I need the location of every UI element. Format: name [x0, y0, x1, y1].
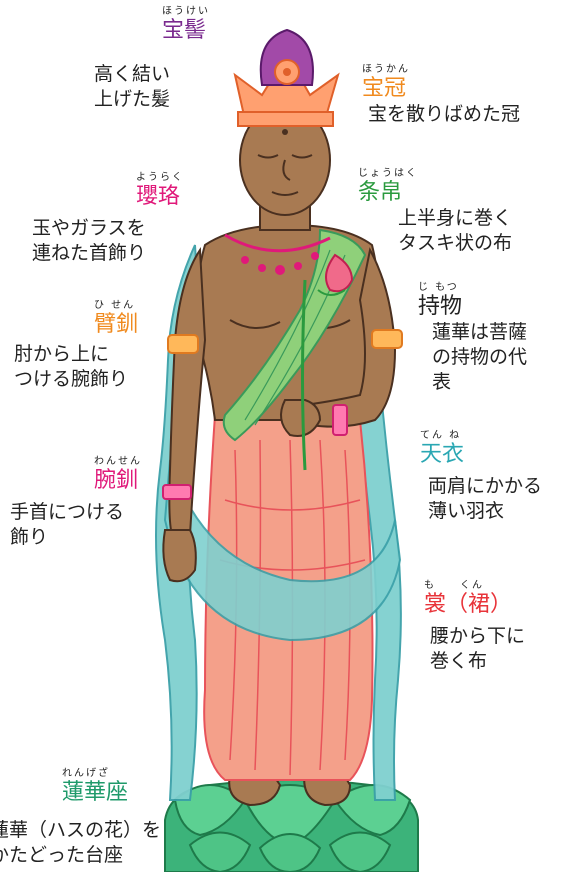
- desc-houkan-1: 宝を散りばめた冠: [368, 102, 520, 127]
- term-youraku: 瓔珞: [136, 184, 184, 210]
- label-rengeza: れんげざ 蓮華座: [62, 768, 128, 806]
- term-jimotsu: 持物: [418, 294, 462, 320]
- desc-jouhaku-1: 上半身に巻く: [398, 206, 512, 231]
- ruby-jimotsu: じ もつ: [418, 282, 462, 294]
- wansen-bracelet-right: [333, 405, 347, 435]
- desc-youraku-1: 玉やガラスを: [32, 216, 146, 241]
- ruby-houkei: ほうけい: [162, 6, 210, 18]
- desc-wansen: 手首につける 飾り: [10, 500, 124, 550]
- term-wansen: 腕釧: [94, 468, 142, 494]
- desc-hisen-1: 肘から上に: [14, 342, 128, 367]
- desc-mo: 腰から下に 巻く布: [430, 624, 525, 674]
- ruby-mo: も くん: [424, 580, 512, 592]
- desc-tenne: 両肩にかかる 薄い羽衣: [428, 474, 542, 524]
- desc-jouhaku-2: タスキ状の布: [398, 231, 512, 256]
- desc-jimotsu: 蓮華は菩薩 の持物の代 表: [432, 320, 527, 395]
- ruby-jouhaku: じょうはく: [358, 168, 418, 180]
- term-jouhaku: 条帛: [358, 180, 418, 206]
- label-jimotsu: じ もつ 持物: [418, 282, 462, 320]
- desc-wansen-2: 飾り: [10, 525, 124, 550]
- desc-rengeza-2: かたどった台座: [0, 843, 161, 868]
- term-houkan: 宝冠: [362, 76, 520, 102]
- desc-tenne-1: 両肩にかかる: [428, 474, 542, 499]
- label-tenne: てん ね 天衣: [420, 430, 464, 468]
- desc-hisen: 肘から上に つける腕飾り: [14, 342, 128, 392]
- desc-houkei-1: 高く結い: [94, 62, 170, 87]
- term-rengeza: 蓮華座: [62, 780, 128, 806]
- label-mo: も くん 裳（裙）: [424, 580, 512, 618]
- wansen-bracelet-left: [163, 485, 191, 499]
- label-houkan: ほうかん 宝冠 宝を散りばめた冠: [362, 64, 520, 127]
- ruby-tenne: てん ね: [420, 430, 464, 442]
- desc-youraku-2: 連ねた首飾り: [32, 241, 146, 266]
- desc-houkei-2: 上げた髪: [94, 87, 170, 112]
- ruby-hisen: ひ せん: [94, 300, 138, 312]
- hisen-armband-right: [372, 330, 402, 348]
- desc-jimotsu-2: の持物の代: [432, 345, 527, 370]
- desc-youraku: 玉やガラスを 連ねた首飾り: [32, 216, 146, 266]
- ruby-rengeza: れんげざ: [62, 768, 128, 780]
- desc-hisen-2: つける腕飾り: [14, 367, 128, 392]
- label-youraku: ようらく 瓔珞: [136, 172, 184, 210]
- desc-tenne-2: 薄い羽衣: [428, 499, 542, 524]
- desc-wansen-1: 手首につける: [10, 500, 124, 525]
- term-tenne: 天衣: [420, 442, 464, 468]
- desc-jouhaku: 上半身に巻く タスキ状の布: [398, 206, 512, 256]
- label-wansen: わんせん 腕釧: [94, 456, 142, 494]
- desc-houkei: 高く結い 上げた髪: [94, 62, 170, 112]
- hisen-armband-left: [168, 335, 198, 353]
- desc-rengeza: 蓮華（ハスの花）を かたどった台座: [0, 818, 161, 868]
- ruby-youraku: ようらく: [136, 172, 184, 184]
- term-mo: 裳（裙）: [424, 592, 512, 618]
- desc-mo-2: 巻く布: [430, 649, 525, 674]
- label-jouhaku: じょうはく 条帛: [358, 168, 418, 206]
- ruby-wansen: わんせん: [94, 456, 142, 468]
- term-hisen: 臂釧: [94, 312, 138, 338]
- label-hisen: ひ せん 臂釧: [94, 300, 138, 338]
- desc-jimotsu-1: 蓮華は菩薩: [432, 320, 527, 345]
- desc-rengeza-1: 蓮華（ハスの花）を: [0, 818, 161, 843]
- desc-jimotsu-3: 表: [432, 370, 527, 395]
- term-houkei: 宝髻: [162, 18, 210, 44]
- ruby-houkan: ほうかん: [362, 64, 520, 76]
- desc-mo-1: 腰から下に: [430, 624, 525, 649]
- houkei-topknot: [261, 30, 313, 85]
- label-houkei: ほうけい 宝髻: [162, 6, 210, 44]
